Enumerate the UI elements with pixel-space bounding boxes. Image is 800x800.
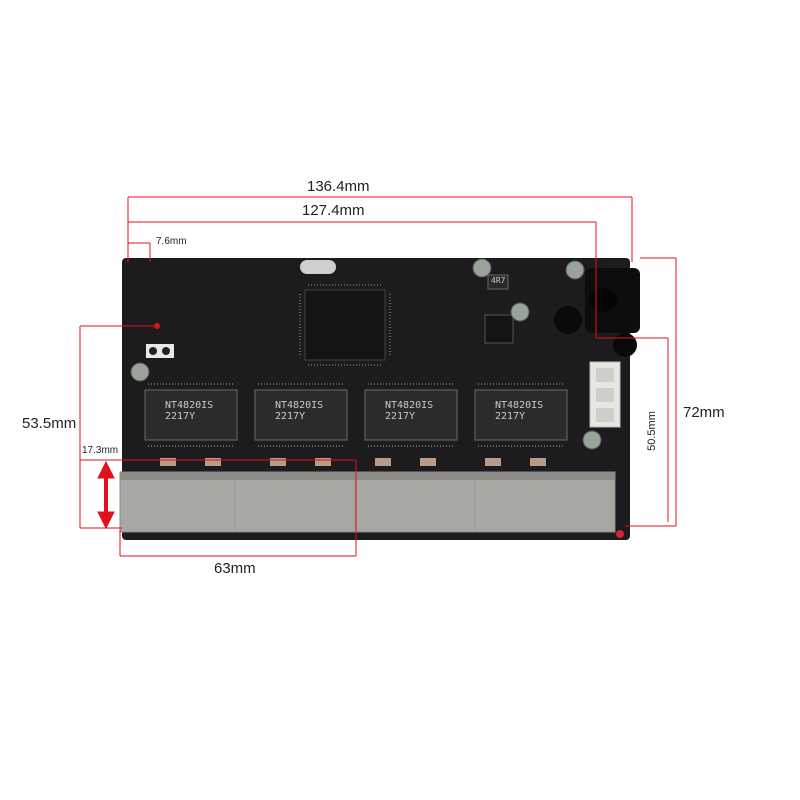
inductor-label: 4R7 xyxy=(491,276,506,285)
dim-port-block-length: 63mm xyxy=(214,560,256,577)
main-chip xyxy=(304,289,386,361)
led xyxy=(616,530,624,538)
dim-board-length: 127.4mm xyxy=(302,202,365,219)
dim-overall-length: 136.4mm xyxy=(307,178,370,195)
capacitor xyxy=(565,260,585,280)
capacitor xyxy=(472,258,492,278)
rj45-port-block xyxy=(119,471,616,533)
dim-port-height: 17.3mm xyxy=(82,445,119,456)
crystal xyxy=(300,260,336,274)
dim-edge-offset: 7.6mm xyxy=(156,236,187,247)
inductor xyxy=(613,333,637,357)
dim-board-width: 53.5mm xyxy=(22,415,77,432)
dim-overall-width: 72mm xyxy=(683,404,725,421)
capacitor xyxy=(130,362,150,382)
inductor xyxy=(554,306,582,334)
height-arrow xyxy=(97,460,115,530)
small-chip xyxy=(484,314,514,344)
magnetics-row xyxy=(144,389,568,441)
capacitor xyxy=(582,430,602,450)
capacitor xyxy=(510,302,530,322)
dim-right-height: 50.5mm xyxy=(645,411,658,451)
power-jack-hole xyxy=(589,288,617,312)
